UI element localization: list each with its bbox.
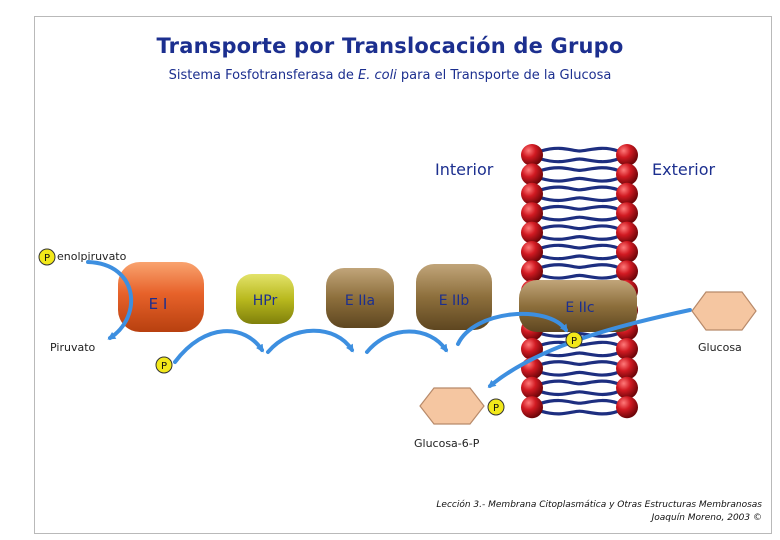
subtitle-organism: E. coli [357,68,397,83]
lipid-head [616,144,638,166]
lipid-tail [540,176,619,183]
exterior-label: Exterior [652,160,716,179]
lipid-head [521,202,543,225]
subtitle-after: para el Transporte de la Glucosa [396,68,612,83]
phosphate-ei: P [155,356,173,374]
lipid-head [521,241,543,263]
lipid-tail [540,243,619,250]
lipid-head [616,182,638,205]
pep-arrow [86,260,134,340]
protein-eiia: E IIa [326,268,394,328]
lipid-tail [540,398,619,405]
lipid-head [521,221,543,244]
lipid-tail [540,215,619,222]
credit-author: Joaquín Moreno, 2003 © [651,513,762,523]
lipid-tail [540,379,619,386]
lipid-tail [540,146,619,153]
lipid-head [616,241,638,263]
lipid-tail [540,409,619,416]
phosphate-ei-label: P [161,361,167,372]
phosphate-eiic: P [565,331,583,349]
lipid-head [616,357,638,380]
lipid-head [616,338,638,360]
credit-lesson: Lección 3.- Membrana Citoplasmática y Ot… [436,500,762,510]
lipid-head [521,376,543,399]
protein-ei: E I [118,262,204,332]
lipid-head [521,260,543,283]
phosphate-eiic-label: P [571,336,577,347]
protein-ei-label: E I [149,295,168,313]
protein-eiib: E IIb [416,264,492,330]
protein-eiib-label: E IIb [439,293,470,309]
fosfoenolpiruvato-label: enolpiruvato [57,250,127,263]
lipid-head [616,396,638,419]
glucosa-label: Glucosa [698,341,742,354]
arrow-ei-hpr [173,329,264,364]
protein-hpr-label: HPr [253,293,278,309]
lipid-head [616,260,638,283]
lipid-tail [540,157,619,164]
lipid-tail [540,273,619,280]
lipid-tail [540,254,619,261]
glucose-hexagon [691,291,757,331]
glucosa-6p-label: Glucosa-6-P [414,437,480,450]
phosphate-glucose-6p-label: P [493,403,499,414]
protein-eiic: E IIc [519,280,637,332]
lipid-head [521,396,543,419]
phosphate-pep: P [38,248,56,266]
protein-eiia-label: E IIa [345,293,375,309]
credit: Lección 3.- Membrana Citoplasmática y Ot… [436,499,762,525]
lipid-tail [540,204,619,211]
lipid-tail [540,234,619,241]
lipid-head [616,376,638,399]
lipid-head [521,163,543,186]
interior-label: Interior [435,160,494,179]
phosphate-glucose-6p: P [487,398,505,416]
page-subtitle: Sistema Fosfotransferasa de E. coli para… [0,68,780,83]
lipid-tail [540,351,619,358]
phosphate-pep-label: P [44,253,50,264]
arrow-eiib-eiic [456,311,568,346]
protein-eiic-label: E IIc [565,300,594,316]
glucose-6p-hexagon [419,387,485,425]
arrow-hpr-eiia [266,328,354,354]
lipid-tail [540,370,619,377]
lipid-head [521,144,543,166]
lipid-tail [540,263,619,270]
lipid-tail [540,185,619,192]
arrow-eiia-eiib [365,329,448,354]
lipid-head [616,221,638,244]
lipid-tail [540,166,619,173]
lipid-tail [540,390,619,397]
piruvato-label: Piruvato [50,341,96,354]
lipid-tail [540,196,619,203]
protein-hpr: HPr [236,274,294,324]
lipid-head [521,182,543,205]
lipid-head [616,163,638,186]
lipid-tail [540,224,619,231]
page-title: Transporte por Translocación de Grupo [156,34,624,58]
transfer-arrows [86,260,692,388]
lipid-head [616,202,638,225]
lipid-tail [540,360,619,367]
subtitle-before: Sistema Fosfotransferasa de [168,68,358,83]
glucose-entry-arrow [487,308,692,388]
